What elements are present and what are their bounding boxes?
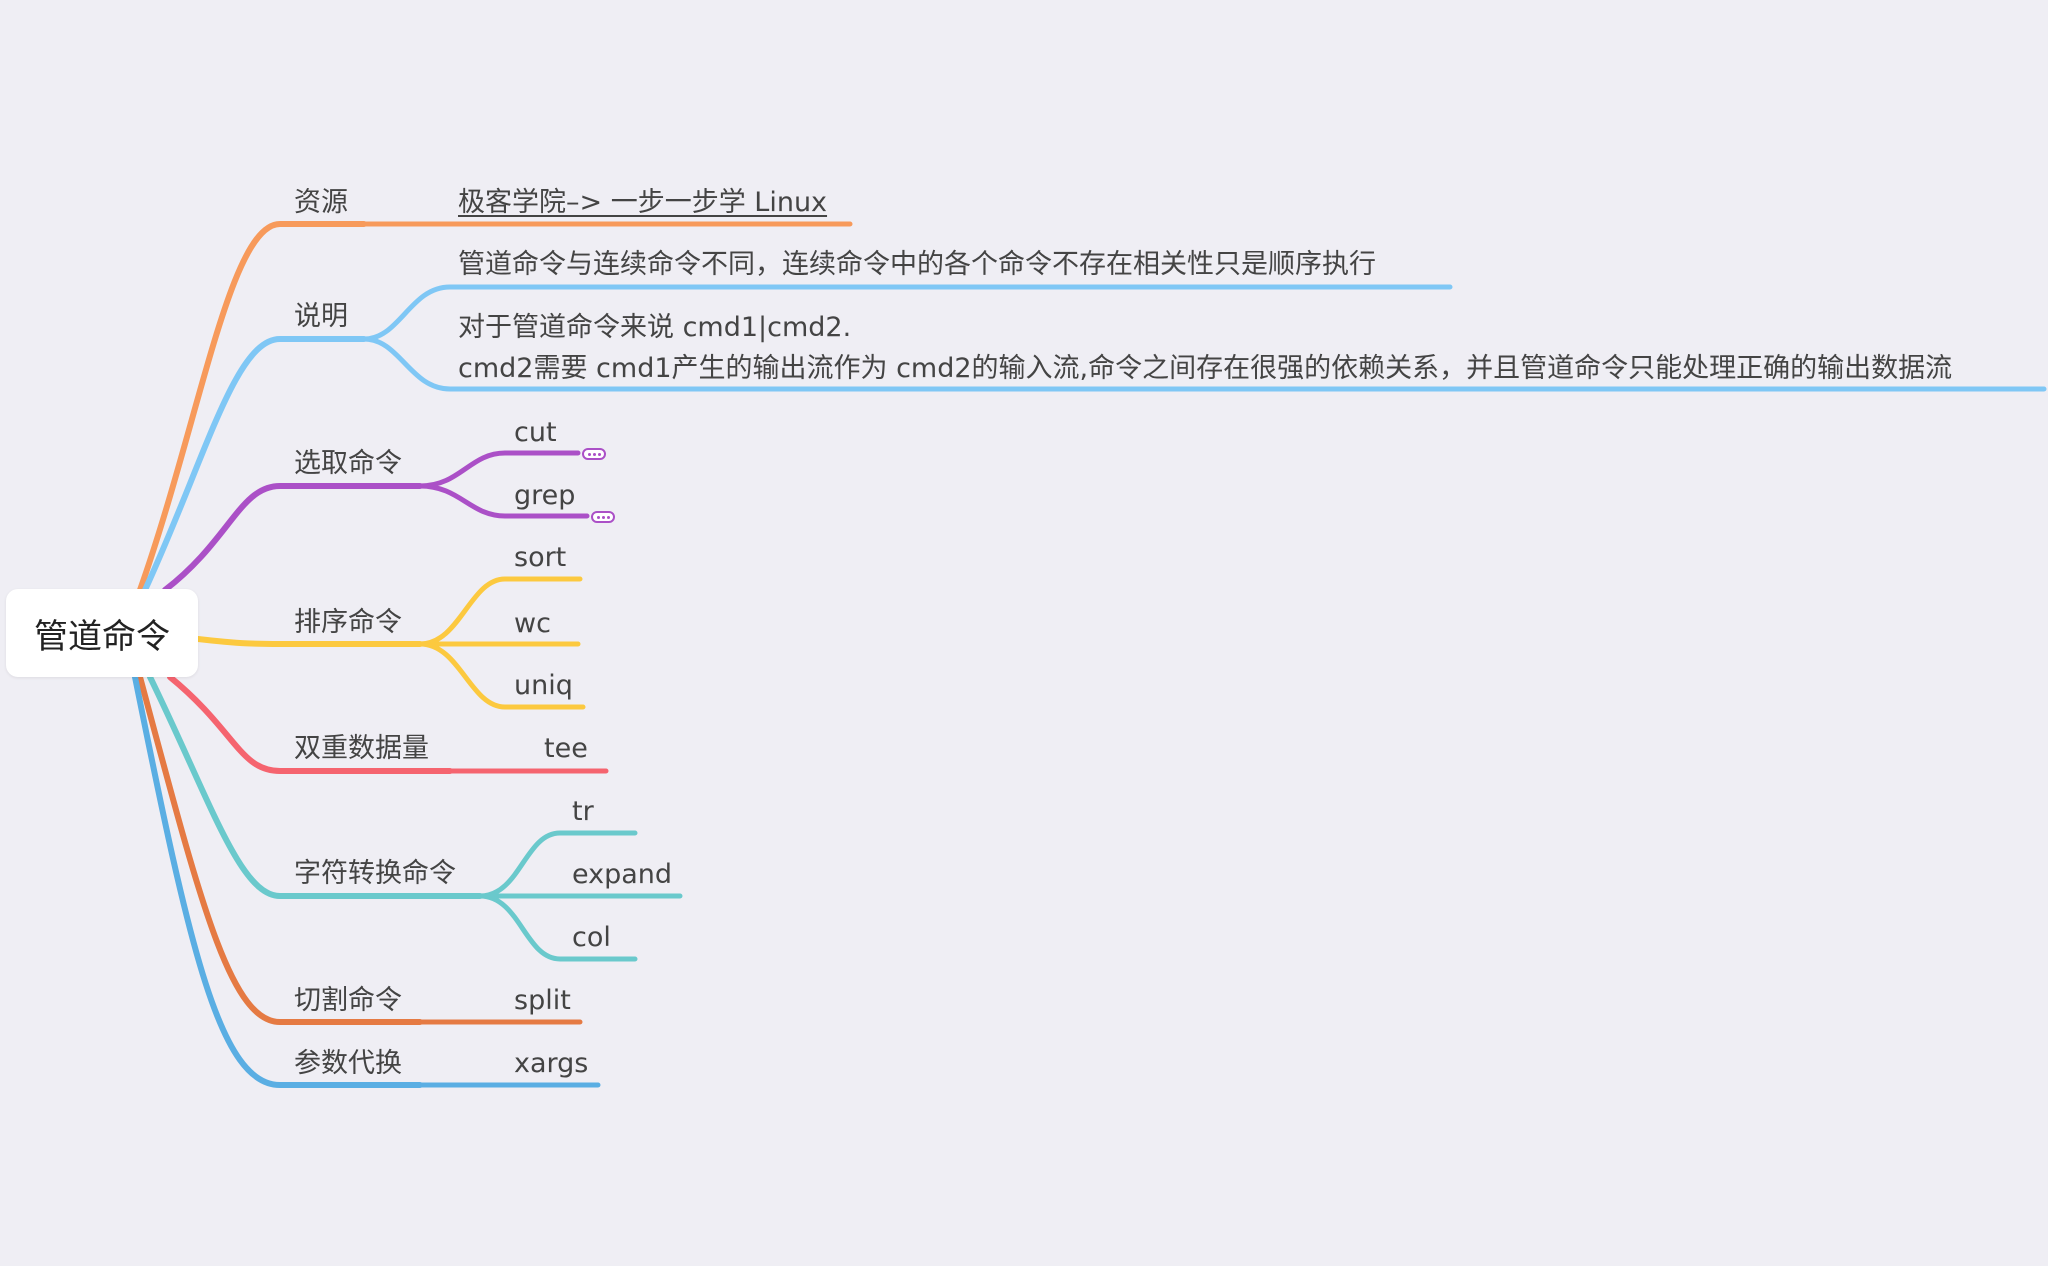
connector-trunk-param <box>132 674 423 1088</box>
connector-trunk-double <box>167 674 453 774</box>
subtopic-wc[interactable]: wc <box>514 608 551 639</box>
root-topic[interactable]: 管道命令 <box>6 589 198 677</box>
connector-sort-uniq <box>417 641 586 710</box>
subtopic-desc-1[interactable]: 管道命令与连续命令不同，连续命令中的各个命令不存在相关性只是顺序执行 <box>458 249 1376 280</box>
branch-topic-param[interactable]: 参数代换 <box>294 1048 402 1079</box>
connector-select-grep <box>417 483 590 519</box>
connector-trunk-select <box>162 483 423 593</box>
subtopic-tr[interactable]: tr <box>572 796 594 827</box>
subtopic-split[interactable]: split <box>514 985 571 1016</box>
branch-topic-double[interactable]: 双重数据量 <box>294 733 429 764</box>
subtopic-desc-2-line-2[interactable]: cmd2需要 cmd1产生的输出流作为 cmd2的输入流,命令之间存在很强的依赖… <box>458 353 1953 384</box>
connector-convert-col <box>477 893 638 962</box>
subtopic-expand[interactable]: expand <box>572 859 673 890</box>
subtopic-uniq[interactable]: uniq <box>514 670 573 701</box>
subtopic-col[interactable]: col <box>572 922 611 953</box>
connector-trunk-desc <box>142 336 367 593</box>
collapsed-children-indicator[interactable] <box>591 511 615 523</box>
connector-trunk-cut <box>137 674 423 1025</box>
subtopic-sort[interactable]: sort <box>514 542 567 573</box>
subtopic-cut[interactable]: cut <box>514 417 557 448</box>
branch-topic-sort[interactable]: 排序命令 <box>294 607 402 638</box>
connector-sort-sort <box>417 576 583 647</box>
branch-topic-desc[interactable]: 说明 <box>294 301 348 332</box>
subtopic-desc-2-line-1[interactable]: 对于管道命令来说 cmd1|cmd2. <box>458 312 852 343</box>
connector-desc-2 <box>361 336 2047 392</box>
subtopic-tee[interactable]: tee <box>544 733 588 764</box>
connector-desc-1 <box>361 284 1453 342</box>
subtopic-xargs[interactable]: xargs <box>514 1048 589 1079</box>
connector-convert-tr <box>477 830 638 899</box>
connector-trunk-sort <box>195 636 423 647</box>
collapsed-children-indicator[interactable] <box>582 448 606 460</box>
branch-topic-convert[interactable]: 字符转换命令 <box>294 858 456 889</box>
connector-select-cut <box>417 450 581 489</box>
branch-topic-resource[interactable]: 资源 <box>294 187 348 218</box>
branch-topic-select[interactable]: 选取命令 <box>294 448 402 479</box>
branch-topic-cut[interactable]: 切割命令 <box>294 985 402 1016</box>
subtopic-grep[interactable]: grep <box>514 480 576 511</box>
connector-trunk-convert <box>147 674 483 899</box>
connector-trunk-resource <box>137 221 367 593</box>
subtopic-resource-link[interactable]: 极客学院–> 一步一步学 Linux <box>458 187 828 218</box>
